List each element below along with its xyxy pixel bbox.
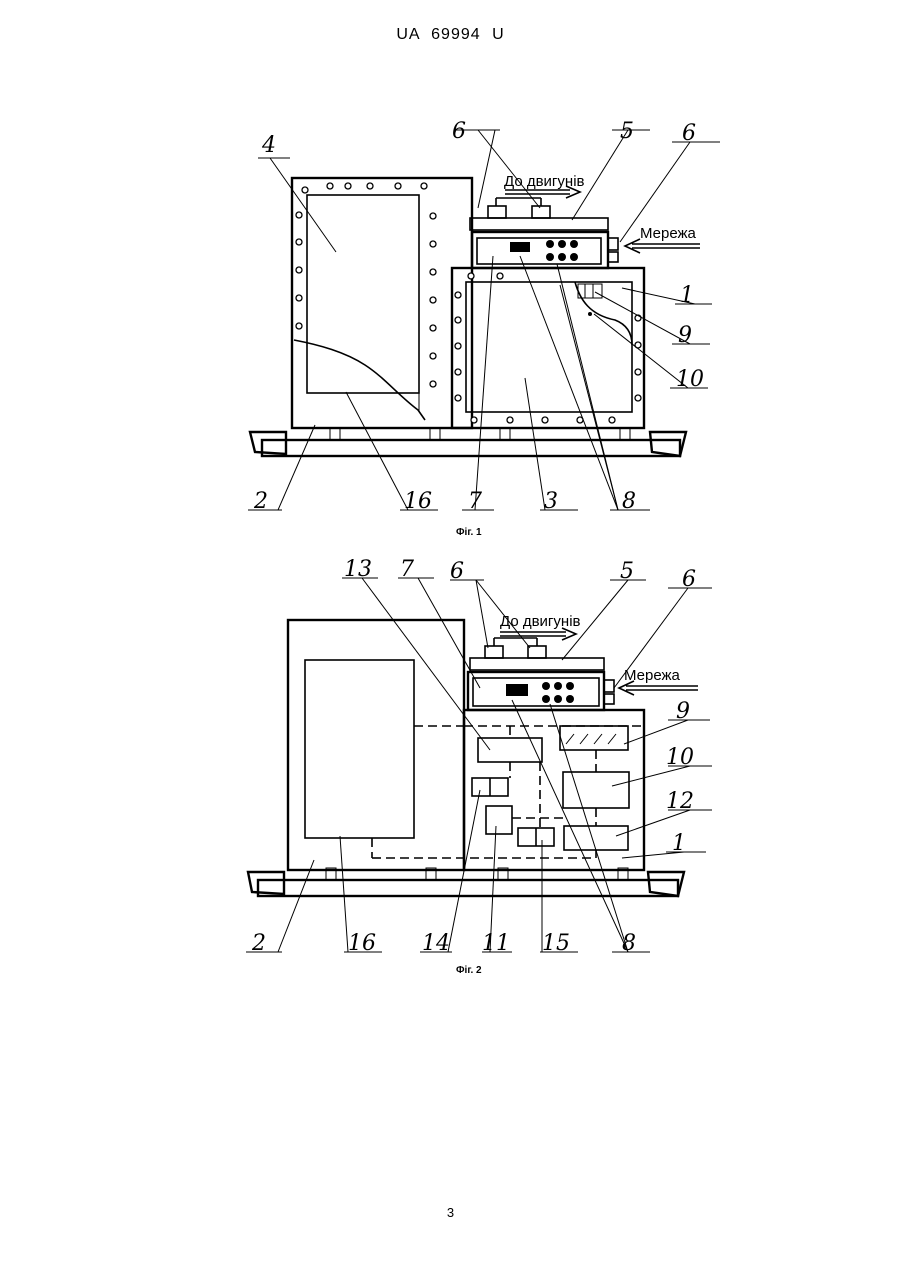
cabinet-2-outline	[292, 178, 472, 428]
panel-16	[305, 660, 414, 838]
callout-2: 2	[253, 489, 268, 514]
component-9	[578, 284, 602, 298]
label-to-motors: До двигунів	[500, 613, 581, 630]
component-12	[564, 826, 628, 850]
callout-6-right: 6	[682, 121, 696, 146]
callout-13: 13	[344, 557, 372, 582]
connector-6b	[528, 646, 546, 658]
callout-6-top: 6	[450, 559, 464, 584]
panel-3	[466, 282, 632, 412]
connector-6c	[608, 238, 618, 250]
cabinet-2-outline	[288, 620, 464, 870]
control-buttons	[542, 682, 574, 703]
callout-7: 7	[468, 489, 482, 514]
skid-left-end	[248, 872, 284, 894]
connector-6b	[532, 206, 550, 218]
callout-9: 9	[676, 699, 690, 724]
callout-9: 9	[678, 323, 692, 348]
callout-5: 5	[620, 119, 634, 144]
unit-5-top	[470, 658, 604, 670]
skid-left-end	[250, 432, 286, 454]
callout-8: 8	[622, 489, 636, 514]
callout-12: 12	[666, 789, 694, 814]
figure-1-caption: Фіг. 1	[456, 527, 482, 538]
unit-5-top	[470, 218, 608, 230]
callout-8: 8	[622, 931, 636, 956]
label-network: Мережа	[640, 225, 697, 242]
callout-4: 4	[261, 133, 276, 158]
display-screen	[506, 684, 528, 696]
callout-15: 15	[542, 931, 570, 956]
callout-14: 14	[422, 931, 450, 956]
callout-6-top: 6	[452, 119, 466, 144]
callout-10: 10	[666, 745, 694, 770]
callout-16: 16	[348, 931, 376, 956]
cabinet-2-bolts	[296, 183, 436, 387]
connector-6c	[604, 680, 614, 692]
callout-11: 11	[482, 931, 510, 956]
document-header: UA 69994 U	[0, 26, 901, 44]
figure-2-drawing: До двигунів Мережа	[0, 548, 901, 978]
callout-1: 1	[680, 283, 694, 308]
callout-2: 2	[251, 931, 266, 956]
label-to-motors: До двигунів	[504, 173, 585, 190]
callout-6-right: 6	[682, 567, 696, 592]
component-11	[486, 806, 512, 834]
component-10-dot	[588, 312, 592, 316]
figure-2-caption: Фіг. 2	[456, 965, 482, 976]
figure-1-drawing: До двигунів Мережа 4 6 5 6 1 9 10 2 16 7…	[0, 110, 901, 540]
display-screen	[510, 242, 530, 252]
component-13	[478, 738, 542, 762]
callout-7: 7	[400, 557, 414, 582]
cutaway-16	[294, 340, 425, 420]
base-skid	[262, 440, 680, 456]
callout-1: 1	[672, 831, 686, 856]
cutaway-right	[575, 282, 632, 345]
callout-16: 16	[404, 489, 432, 514]
callout-10: 10	[676, 367, 704, 392]
base-skid	[258, 880, 678, 896]
label-network: Мережа	[624, 667, 681, 684]
callout-3: 3	[544, 489, 558, 514]
cabinet-1-outline	[452, 268, 644, 428]
callout-5: 5	[620, 559, 634, 584]
page-number: 3	[0, 1205, 901, 1220]
connector-6a	[488, 206, 506, 218]
control-buttons	[546, 240, 578, 261]
leader-lines	[248, 130, 720, 510]
